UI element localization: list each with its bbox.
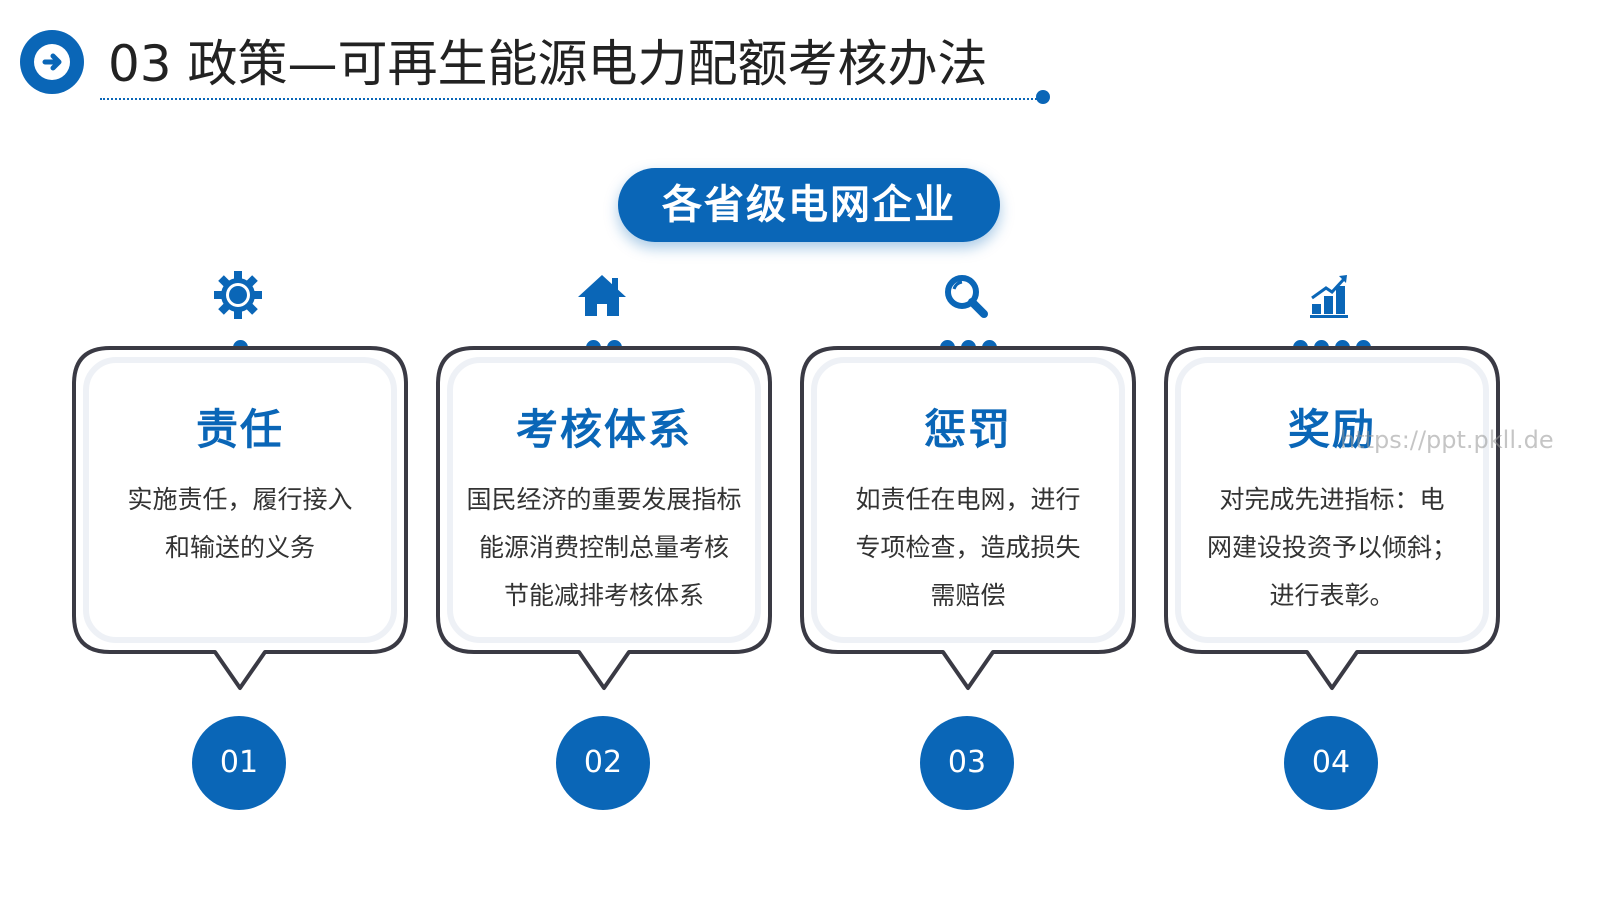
page-title: 03 政策—可再生能源电力配额考核办法 [108,35,988,93]
home-icon [578,275,626,316]
card-line: 国民经济的重要发展指标 [466,485,742,514]
step-number-badge: 03 [920,716,1014,810]
card-line: 进行表彰。 [1269,581,1395,610]
step-number-badge: 04 [1284,716,1378,810]
card-line: 节能减排考核体系 [503,581,704,610]
card-penalty: 惩罚 如责任在电网，进行 专项检查，造成损失 需赔偿 03 [798,270,1138,820]
card-heading: 责任 [195,405,284,454]
card-line: 对完成先进指标：电 [1219,485,1445,514]
card-line: 能源消费控制总量考核 [478,533,729,562]
card-responsibility: 责任 实施责任，履行接入 和输送的义务 01 [70,270,410,820]
card-assessment-system: 考核体系 国民经济的重要发展指标 能源消费控制总量考核 节能减排考核体系 02 [434,270,774,820]
card-line: 专项检查，造成损失 [855,533,1081,562]
speech-bubble-frame [436,346,772,690]
card-description: 国民经济的重要发展指标 能源消费控制总量考核 节能减排考核体系 [454,476,754,620]
card-description: 实施责任，履行接入 和输送的义务 [90,476,390,572]
step-number-badge: 01 [192,716,286,810]
search-icon [945,275,988,318]
speech-bubble-frame [800,346,1136,690]
card-heading: 奖励 [1287,405,1376,454]
watermark: https://ppt.pkll.de [1340,426,1554,454]
gear-icon [214,271,262,319]
card-line: 如责任在电网，进行 [855,485,1081,514]
speech-bubble-frame [1164,346,1500,690]
card-reward: 奖励 对完成先进指标：电 网建设投资予以倾斜； 进行表彰。 04 [1162,270,1502,820]
speech-bubble-frame [72,346,408,690]
card-line: 网建设投资予以倾斜； [1206,533,1457,562]
card-line: 实施责任，履行接入 [127,485,353,514]
card-description: 如责任在电网，进行 专项检查，造成损失 需赔偿 [818,476,1118,620]
bar-chart-up-icon [1310,275,1348,318]
title-underline [100,98,1040,100]
card-heading: 考核体系 [515,405,692,454]
center-label-pill: 各省级电网企业 [618,168,1000,242]
title-underline-dot [1036,90,1050,104]
card-description: 对完成先进指标：电 网建设投资予以倾斜； 进行表彰。 [1182,476,1482,620]
card-heading: 惩罚 [923,405,1012,454]
step-number-badge: 02 [556,716,650,810]
card-line: 需赔偿 [930,581,1006,610]
arrow-right-circle-icon [20,30,84,94]
card-line: 和输送的义务 [164,533,315,562]
